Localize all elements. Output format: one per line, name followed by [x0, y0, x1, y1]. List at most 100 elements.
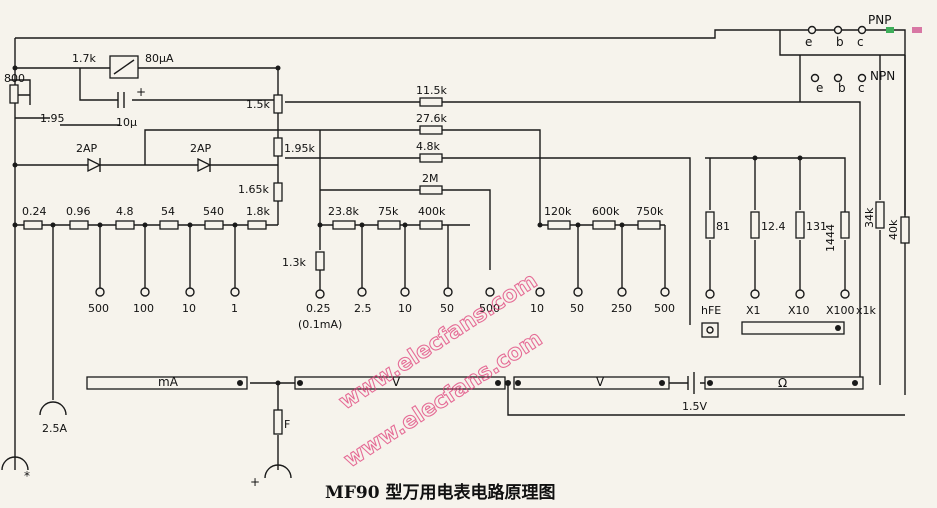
bar-v-label: V: [392, 375, 401, 389]
label-4-8k: 4.8k: [416, 140, 440, 153]
bar-ohm-label: Ω: [778, 376, 787, 390]
label-75k: 75k: [378, 205, 399, 218]
resistor-12-4: [750, 211, 760, 239]
label-800: 800: [4, 72, 25, 85]
resistor-40k: [900, 216, 910, 244]
label-400k: 400k: [418, 205, 446, 218]
label-2m: 2M: [422, 172, 439, 185]
capacitor-10u: [117, 92, 125, 108]
range-10ma: 10: [182, 302, 196, 315]
label-10u: 10μ: [116, 116, 137, 129]
socket-pnp-b: b: [836, 35, 844, 49]
socket-pnp-e: e: [805, 35, 812, 49]
resistor-1-65k: [273, 182, 283, 202]
resistor-0-96: [69, 220, 89, 230]
resistor-540: [204, 220, 224, 230]
resistor-23-8k: [332, 220, 356, 230]
watermark: www.elecfans.com www.elecfans.com: [334, 268, 547, 474]
resistor-27-6k: [419, 125, 443, 135]
label-23-8k: 23.8k: [328, 205, 359, 218]
resistor-75k: [377, 220, 401, 230]
resistor-1-5k: [273, 94, 283, 114]
label-1-95k: 1.95k: [284, 142, 315, 155]
range-x1: X1: [746, 304, 761, 317]
bar-ohm: [704, 376, 864, 390]
component-labels: 1.7k 80μA + 10μ 800 1.95 2AP 2AP 1.5k 1.…: [4, 52, 900, 431]
label-cap-plus: +: [136, 85, 146, 99]
label-34k: 34k: [863, 207, 876, 228]
bar-ma-label: mA: [158, 375, 179, 389]
label-81: 81: [716, 220, 730, 233]
resistor-1444: [840, 211, 850, 239]
meter-80ua: [109, 55, 139, 79]
resistor-0-24: [23, 220, 43, 230]
bar-acv-label: V: [596, 375, 605, 389]
diagram-title: MF90 型万用电表电路原理图: [325, 482, 555, 503]
socket-npn-c: c: [858, 81, 865, 95]
label-1444: 1444: [824, 224, 837, 252]
label-0-24: 0.24: [22, 205, 47, 218]
label-1-3k: 1.3k: [282, 256, 306, 269]
label-1-5v: 1.5V: [682, 400, 707, 413]
range-x1k: x1k: [856, 304, 877, 317]
label-27-6k: 27.6k: [416, 112, 447, 125]
label-1-95: 1.95: [40, 112, 65, 125]
label-54: 54: [161, 205, 175, 218]
function-switch-bars: [86, 321, 864, 390]
socket-npn-e: e: [816, 81, 823, 95]
label-600k: 600k: [592, 205, 620, 218]
range-10v: 10: [398, 302, 412, 315]
label-fuse: F: [284, 418, 290, 431]
resistor-1-95k: [273, 137, 283, 157]
jack-com-label: *: [24, 469, 30, 483]
jack-plus-label: +: [250, 475, 260, 489]
range-0-25v: 0.25: [306, 302, 331, 315]
label-4-8: 4.8: [116, 205, 134, 218]
label-120k: 120k: [544, 205, 572, 218]
resistor-120k: [547, 220, 571, 230]
bar-labels: mA V V Ω: [158, 375, 787, 390]
label-12-4: 12.4: [761, 220, 786, 233]
label-131: 131: [806, 220, 827, 233]
socket-npn-label: NPN: [870, 69, 895, 83]
label-1-65k: 1.65k: [238, 183, 269, 196]
label-80ua: 80μA: [145, 52, 174, 65]
range-ac-500: 500: [654, 302, 675, 315]
label-750k: 750k: [636, 205, 664, 218]
range-100ma: 100: [133, 302, 154, 315]
resistor-81: [705, 211, 715, 239]
resistor-800: [9, 84, 19, 104]
range-500ma: 500: [88, 302, 109, 315]
label-2ap-b: 2AP: [190, 142, 212, 155]
range-1ma: 1: [231, 302, 238, 315]
range-500v: 500: [479, 302, 500, 315]
fuse: [273, 409, 283, 435]
range-x10: X10: [788, 304, 810, 317]
socket-pnp-label: PNP: [868, 13, 891, 27]
range-0-1ma: (0.1mA): [298, 318, 342, 331]
label-40k: 40k: [887, 219, 900, 240]
range-x100: X100: [826, 304, 855, 317]
resistor-2m: [419, 185, 443, 195]
bar-ohm-range: [741, 321, 845, 335]
jack-2-5a-label: 2.5A: [42, 422, 67, 435]
diodes-2ap: [87, 157, 212, 173]
resistor-1-3k: [315, 251, 325, 271]
label-0-96: 0.96: [66, 205, 91, 218]
resistor-131: [795, 211, 805, 239]
resistor-4-8: [115, 220, 135, 230]
resistor-600k: [592, 220, 616, 230]
label-540: 540: [203, 205, 224, 218]
battery-1-5v: [687, 372, 695, 394]
range-labels: 500 100 10 1 0.25 (0.1mA) 2.5 10 50 500 …: [24, 302, 877, 489]
resistors: [9, 84, 910, 435]
socket-npn-b: b: [838, 81, 846, 95]
resistor-34k: [875, 201, 885, 229]
resistor-54: [159, 220, 179, 230]
label-1-7k: 1.7k: [72, 52, 96, 65]
range-hfe: hFE: [701, 304, 721, 317]
range-50v: 50: [440, 302, 454, 315]
resistor-1-8k: [247, 220, 267, 230]
label-1-8k: 1.8k: [246, 205, 270, 218]
